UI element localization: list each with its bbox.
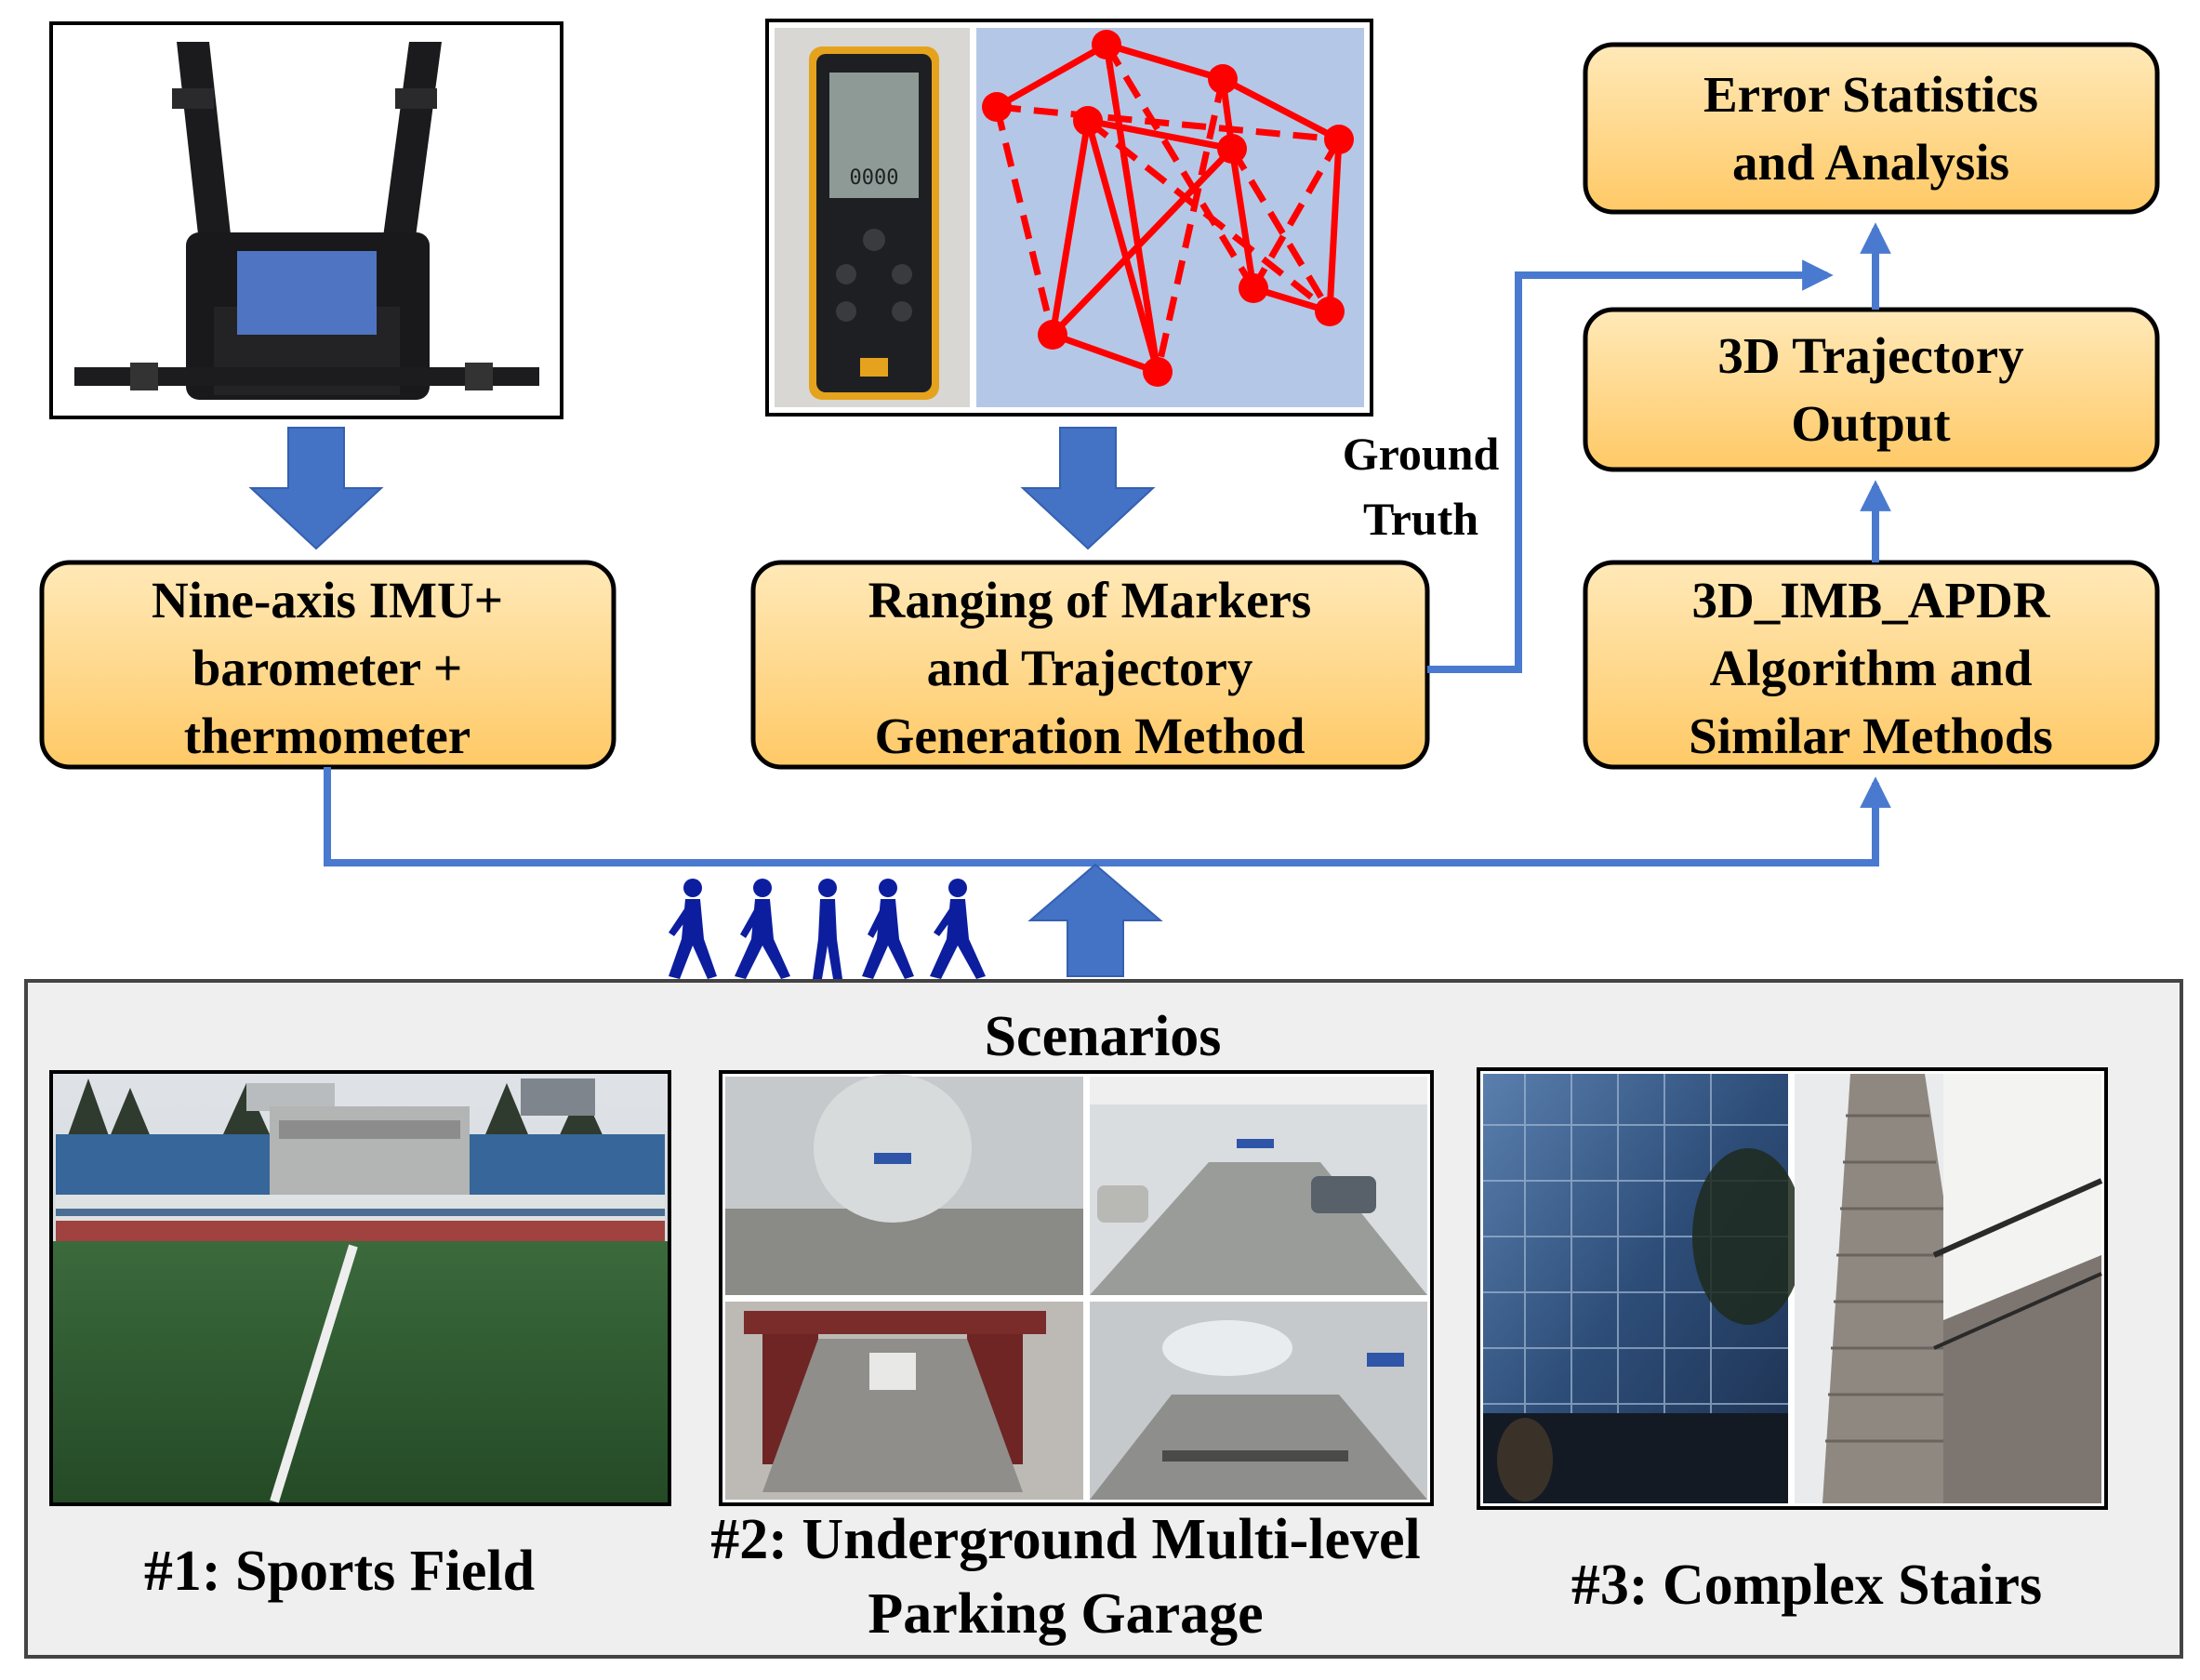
imu-device-marker	[237, 251, 377, 335]
connector-ground-truth	[1427, 259, 1834, 673]
imu-box-line-1: Nine-axis IMU+	[152, 572, 503, 628]
parking-garage-caption-2: Parking Garage	[868, 1582, 1263, 1646]
walking-people-icon	[669, 879, 986, 979]
ranging-box-line-3: Generation Method	[875, 708, 1305, 764]
ranging-image: 0000	[765, 19, 1373, 417]
imu-box: Nine-axis IMU+ barometer + thermometer	[39, 560, 616, 770]
garage-photo-4	[1090, 1302, 1427, 1500]
ranging-box-line-2: and Trajectory	[927, 640, 1253, 696]
sports-field-image	[49, 1070, 671, 1506]
complex-stairs-caption: #3: Complex Stairs	[1571, 1554, 2042, 1617]
scenarios-title: Scenarios	[985, 1005, 1222, 1068]
error-statistics-line-2: and Analysis	[1732, 134, 2009, 191]
error-statistics-line-1: Error Statistics	[1703, 66, 2038, 123]
down-arrow-imu	[248, 427, 384, 550]
parking-garage-images	[719, 1070, 1434, 1506]
algorithm-box-line-2: Algorithm and	[1710, 640, 2033, 696]
algorithm-box: 3D_IMB_APDR Algorithm and Similar Method…	[1583, 560, 2160, 770]
imu-box-line-3: thermometer	[184, 708, 470, 764]
sports-field-caption: #1: Sports Field	[144, 1540, 535, 1603]
down-arrow-ranging	[1020, 427, 1156, 550]
meter-screen	[829, 73, 919, 198]
ranging-box-line-1: Ranging of Markers	[868, 572, 1312, 628]
complex-stairs-images	[1477, 1067, 2108, 1510]
garage-photo-1	[725, 1074, 1083, 1295]
connector-imu-to-algorithm	[324, 767, 1891, 866]
glass-building-photo	[1483, 1074, 1804, 1503]
stairs-photo	[1795, 1074, 2103, 1503]
algorithm-box-line-3: Similar Methods	[1689, 708, 2053, 764]
algorithm-box-line-1: 3D_IMB_APDR	[1692, 572, 2051, 628]
up-arrow-scenarios	[1027, 863, 1163, 977]
error-statistics-box: Error Statistics and Analysis	[1583, 42, 2160, 215]
ranging-box: Ranging of Markers and Trajectory Genera…	[750, 560, 1430, 770]
vest-image	[49, 21, 563, 419]
garage-photo-3	[725, 1302, 1083, 1500]
trajectory-plot	[976, 28, 1364, 407]
marker-network	[995, 41, 1343, 377]
ground-truth-label-1: Ground	[1343, 428, 1500, 480]
imu-box-line-2: barometer +	[192, 640, 462, 696]
garage-photo-2	[1090, 1077, 1427, 1295]
meter-readout: 0000	[850, 166, 899, 190]
marker-points	[982, 30, 1354, 387]
parking-garage-caption-1: #2: Underground Multi-level	[710, 1508, 1421, 1571]
trajectory-output-line-1: 3D Trajectory	[1717, 327, 2023, 384]
trajectory-output-line-2: Output	[1791, 395, 1951, 452]
trajectory-output-box: 3D Trajectory Output	[1583, 307, 2160, 472]
ground-truth-label-2: Truth	[1363, 493, 1478, 545]
